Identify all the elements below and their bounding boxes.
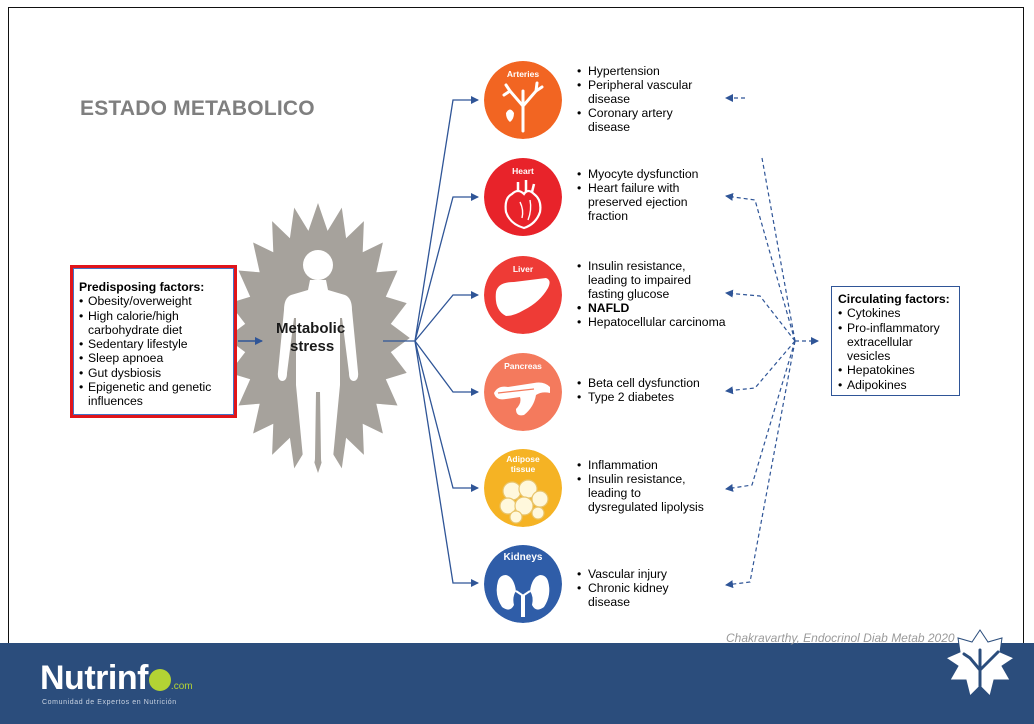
effect-item: leading to impaired [588,273,691,287]
circulating-list: Cytokines Pro-inflammatory extracellular… [838,306,956,392]
organ-label-text: Adipose tissue [506,454,540,474]
effect-item: Peripheral vascular [577,78,692,92]
effect-item: Type 2 diabetes [577,390,700,404]
effect-item: NAFLD [577,301,726,315]
circulating-factors-box: Circulating factors: Cytokines Pro-infla… [831,286,960,396]
effect-item: preserved ejection [588,195,688,209]
arrow-to-arteries [383,96,479,342]
predisposing-list: Obesity/overweight High calorie/high car… [79,294,230,408]
organ-heart: Heart [484,158,562,236]
dashed-arrow-liver [725,289,796,342]
human-body-icon [277,250,359,466]
arrow-to-adipose [414,340,479,492]
arrow-to-kidneys [414,340,479,587]
dashed-arrow-pancreas [725,340,796,395]
logo-o-icon [148,669,171,691]
dashed-arrow-heart [725,192,796,342]
organ-liver: Liver [484,256,562,334]
effect-item: Hypertension [577,64,692,78]
predisposing-item: Sleep apnoea [79,351,230,366]
effect-item: Chronic kidney [577,581,669,595]
organ-label: Pancreas [504,361,542,371]
effect-item: fraction [588,209,628,223]
predisposing-item: High calorie/high carbohydrate diet [79,309,230,338]
organ-label: Arteries [506,69,540,79]
heart-icon [484,158,562,236]
effect-item: Insulin resistance, [577,472,704,486]
organ-label: Kidneys [503,552,543,563]
pancreas-icon [484,353,562,431]
logo-text: Nutrinf [40,659,148,697]
dashed-line-top [761,157,796,342]
effect-item: disease [588,120,631,134]
adipose-effects: InflammationInsulin resistance,leading t… [577,458,704,514]
arrow-to-liver [414,291,479,342]
circulating-item: Adipokines [838,378,956,393]
effect-item: Beta cell dysfunction [577,376,700,390]
predisposing-item: Sedentary lifestyle [79,337,230,352]
tree-logo-icon [944,629,1016,697]
organ-pancreas: Pancreas [484,353,562,431]
liver-effects: Insulin resistance,leading to impairedfa… [577,259,726,329]
metabolic-stress-line-2: stress [290,338,335,355]
arteries-icon [484,61,562,139]
effect-item: fasting glucose [588,287,670,301]
dashed-arrow-adipose [725,340,796,492]
organ-kidneys: Kidneys [484,545,562,623]
adipose-icon [484,449,562,527]
footer-bar [0,643,1034,724]
effect-item: disease [588,595,631,609]
organ-adipose: Adipose tissue [484,449,562,527]
organ-arteries: Arteries [484,61,562,139]
arteries-effects: HypertensionPeripheral vasculardiseaseCo… [577,64,692,134]
organ-label: Adipose tissue [484,454,562,474]
dashed-arrow-kidneys [725,340,796,589]
liver-icon [484,256,562,334]
effect-item: leading to [588,486,641,500]
predisposing-factors-box: Predisposing factors: Obesity/overweight… [70,265,237,418]
kidneys-icon [484,545,562,623]
circulating-dashed-arrows [725,94,819,589]
predisposing-item: Epigenetic and genetic influences [79,380,230,409]
effect-item: dysregulated lipolysis [588,500,704,514]
effect-item: Coronary artery [577,106,692,120]
predisposing-heading: Predisposing factors: [79,280,205,294]
metabolic-stress-line-1: Metabolic [276,320,346,337]
effect-item: disease [588,92,631,106]
citation: Chakravarthy, Endocrinol Diab Metab 2020 [726,631,955,645]
effect-item: Hepatocellular carcinoma [577,315,726,329]
effect-item: Inflammation [577,458,704,472]
predisposing-item: Gut dysbiosis [79,366,230,381]
logo-suffix: .com [170,681,193,692]
logo-tagline: Comunidad de Expertos en Nutrición [42,699,177,706]
effect-item: Myocyte dysfunction [577,167,698,181]
predisposing-item: Obesity/overweight [79,294,230,309]
circulating-item: Cytokines [838,306,956,321]
stress-to-organ-arrows [383,96,479,587]
slide-title: ESTADO METABOLICO [80,97,315,120]
circulating-item: Hepatokines [838,363,956,378]
arrow-to-pancreas [414,340,479,396]
circulating-item: Pro-inflammatory extracellular vesicles [838,321,955,364]
arrow-to-heart [414,193,479,342]
nutrinfo-logo: Nutrinf .com [40,661,193,704]
effect-item: Heart failure with [577,181,698,195]
organ-label: Heart [512,166,534,176]
pancreas-effects: Beta cell dysfunctionType 2 diabetes [577,376,700,404]
effect-item: Insulin resistance, [577,259,726,273]
metabolic-stress-label: Metabolic stress [276,320,345,356]
organ-label: Liver [512,264,534,274]
heart-effects: Myocyte dysfunctionHeart failure withpre… [577,167,698,223]
circulating-heading: Circulating factors: [838,292,950,306]
effect-item: Vascular injury [577,567,669,581]
